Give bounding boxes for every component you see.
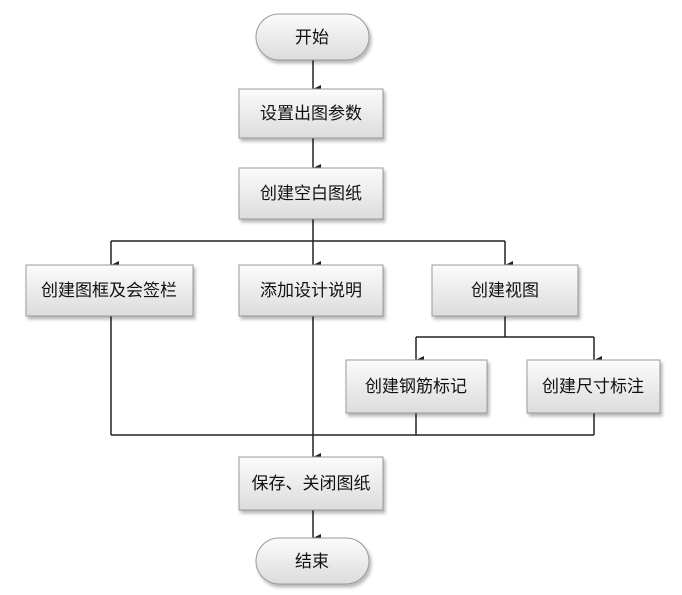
end-terminator: 结束 [255, 537, 370, 585]
create-blank-label: 创建空白图纸 [260, 184, 362, 204]
create-view-label: 创建视图 [471, 281, 539, 301]
end-label: 结束 [295, 552, 329, 572]
add-notes-label: 添加设计说明 [260, 281, 362, 301]
rebar-mark-label: 创建钢筋标记 [365, 377, 467, 397]
rebar-mark-step: 创建钢筋标记 [345, 359, 488, 414]
create-frame-step: 创建图框及会签栏 [25, 264, 194, 317]
dim-mark-label: 创建尺寸标注 [542, 377, 644, 397]
dim-mark-step: 创建尺寸标注 [526, 359, 661, 414]
start-label: 开始 [295, 28, 329, 48]
create-blank-step: 创建空白图纸 [238, 167, 384, 220]
save-close-step: 保存、关闭图纸 [238, 456, 384, 511]
save-close-label: 保存、关闭图纸 [252, 474, 371, 494]
create-frame-label: 创建图框及会签栏 [41, 281, 177, 301]
connectors [110, 60, 602, 542]
set-params-step: 设置出图参数 [238, 88, 384, 139]
add-notes-step: 添加设计说明 [238, 264, 384, 317]
set-params-label: 设置出图参数 [260, 104, 362, 124]
start-terminator: 开始 [255, 13, 370, 61]
create-view-step: 创建视图 [431, 264, 579, 317]
